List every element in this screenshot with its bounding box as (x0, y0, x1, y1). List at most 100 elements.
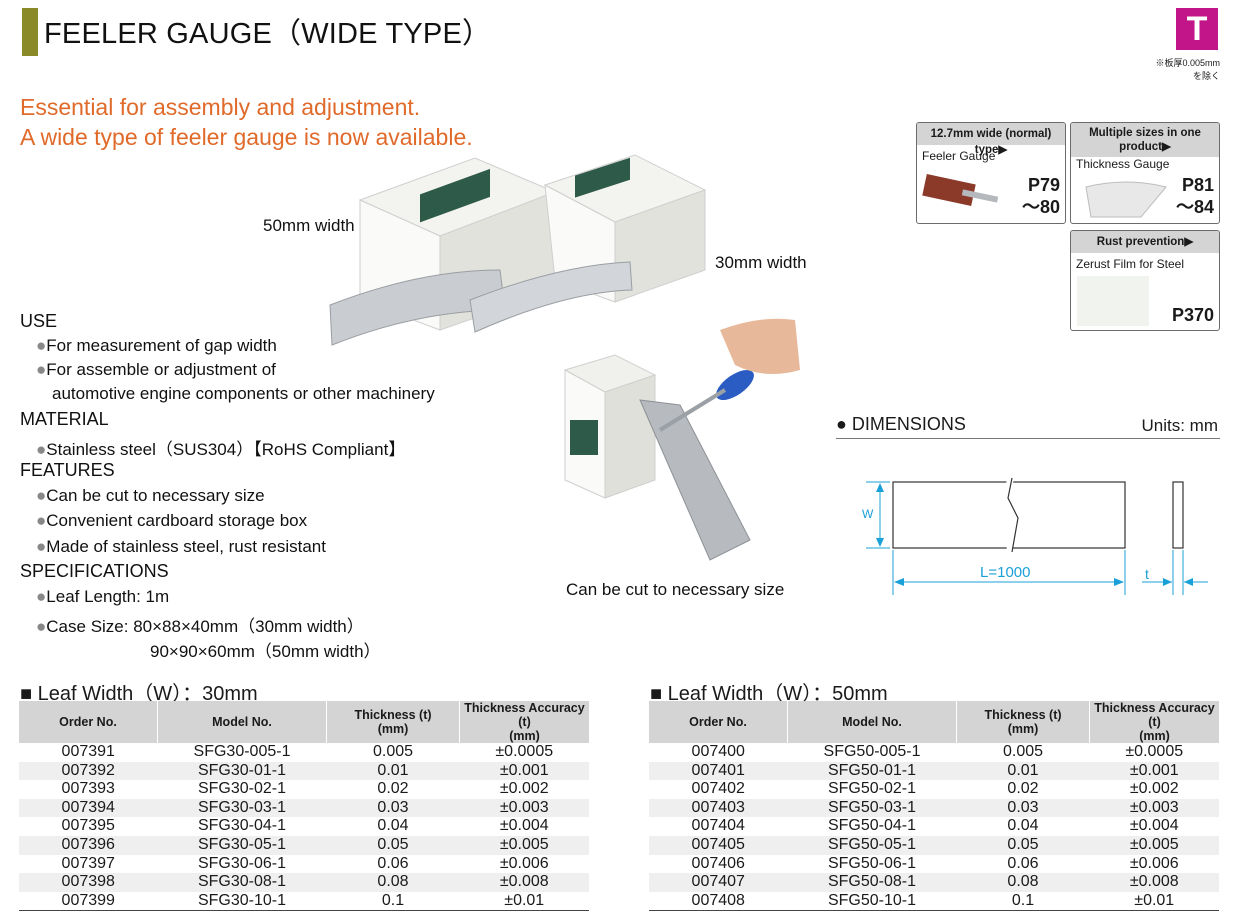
reference-card-name: Zerust Film for Steel (1076, 257, 1185, 271)
tagline-line-2: A wide type of feeler gauge is now avail… (20, 124, 473, 150)
cell-model: SFG30-03-1 (157, 798, 327, 818)
feature-item: ●Made of stainless steel, rust resistant (36, 537, 326, 556)
cell-thickness: 0.04 (377, 817, 409, 835)
cell-order: 007402 (691, 780, 745, 798)
reference-card-page: P79 (1027, 175, 1060, 195)
cell-accuracy: ±0.006 (499, 854, 549, 872)
cell-order: 007407 (649, 873, 788, 892)
cell-model: SFG30-05-1 (157, 835, 327, 855)
features-heading: FEATURES (20, 460, 115, 480)
cell-model: SFG50-08-1 (787, 873, 957, 892)
cell-model: SFG30-06-1 (197, 854, 287, 872)
reference-card-header: 12.7mm wide (normal) type▶ (917, 123, 1065, 156)
material-heading: MATERIAL (20, 409, 109, 429)
cell-thickness: 0.08 (326, 873, 460, 892)
reference-card-page: P81 (1181, 175, 1214, 195)
reference-card-feeler-gauge[interactable]: 12.7mm wide (normal) type▶ Feeler Gauge … (916, 122, 1066, 224)
cell-order: 007404 (691, 817, 745, 835)
use-item: ●For measurement of gap width (36, 336, 277, 355)
cell-order: 007408 (649, 891, 788, 912)
cell-thickness: 0.05 (956, 835, 1090, 855)
cell-model: SFG30-02-1 (197, 780, 287, 798)
table-row: 007397 SFG30-06-1 0.06 ±0.006 (19, 855, 589, 874)
cell-model: SFG50-05-1 (787, 835, 957, 855)
cell-model: SFG50-10-1 (787, 891, 957, 912)
cell-accuracy: ±0.002 (499, 780, 549, 798)
cell-model: SFG30-04-1 (197, 817, 287, 835)
label-50mm-width: 50mm width (263, 216, 355, 235)
cell-order: 007400 (691, 743, 745, 760)
cell-thickness: 0.04 (1007, 817, 1039, 835)
cell-accuracy: ±0.008 (1089, 873, 1219, 892)
dimensions-heading: ● DIMENSIONS (836, 414, 966, 434)
reference-card-page: P370 (1171, 305, 1214, 325)
cell-accuracy: ±0.008 (459, 873, 589, 892)
column-header-thickness: Thickness (t)(mm) (956, 701, 1090, 743)
cell-order: 007391 (61, 743, 115, 760)
cell-order: 007397 (61, 854, 115, 872)
badge-note-line-2: を除く (1192, 71, 1220, 81)
table-header-row: Order No. Model No. Thickness (t)(mm) Th… (19, 701, 589, 743)
feature-item: ●Convenient cardboard storage box (36, 511, 308, 530)
cell-accuracy: ±0.004 (1129, 817, 1179, 835)
use-item: ●For assemble or adjustment of (36, 360, 276, 379)
cell-thickness: 0.01 (956, 761, 1090, 781)
cell-order: 007401 (649, 761, 788, 781)
dimension-drawing (866, 477, 1208, 595)
reference-card-header: Multiple sizes in one product▶ (1071, 123, 1219, 157)
cell-model: SFG50-06-1 (827, 854, 917, 872)
cell-model: SFG30-01-1 (157, 761, 327, 781)
cell-accuracy: ±0.004 (499, 817, 549, 835)
spec-item-continued: 90×90×60mm（50mm width） (150, 642, 381, 661)
cell-accuracy: ±0.0005 (1125, 743, 1184, 760)
use-item-continued: automotive engine components or other ma… (52, 384, 435, 403)
column-header-order: Order No. (649, 701, 788, 743)
cell-model: SFG50-01-1 (787, 761, 957, 781)
cell-accuracy: ±0.0005 (495, 743, 554, 760)
cell-model: SFG30-005-1 (193, 743, 291, 760)
cell-thickness: 0.1 (326, 891, 460, 912)
cell-order: 007395 (61, 817, 115, 835)
cell-thickness: 0.005 (1002, 743, 1044, 760)
cell-accuracy: ±0.003 (1089, 798, 1219, 818)
cell-order: 007406 (691, 854, 745, 872)
reference-card-zerust-film[interactable]: Rust prevention▶ Zerust Film for Steel P… (1070, 230, 1220, 331)
table-50mm-title: ■ Leaf Width（W）：50mm (650, 683, 888, 705)
cell-accuracy: ±0.01 (1089, 891, 1219, 912)
cell-thickness: 0.06 (377, 854, 409, 872)
title-accent-bar (22, 8, 38, 56)
reference-card-thickness-gauge[interactable]: Multiple sizes in one product▶ Thickness… (1070, 122, 1220, 224)
column-header-accuracy: Thickness Accuracy (t)(mm) (1089, 701, 1219, 743)
zerust-film-thumbnail (1077, 276, 1149, 326)
cell-order: 007399 (19, 891, 158, 912)
spec-item: ●Leaf Length: 1m (36, 587, 170, 606)
cell-accuracy: ±0.002 (1129, 780, 1179, 798)
cell-thickness: 0.01 (326, 761, 460, 781)
cell-thickness: 0.06 (1007, 854, 1039, 872)
width-label: W (862, 507, 874, 521)
section-badge: T (1176, 8, 1218, 50)
column-header-thickness: Thickness (t)(mm) (326, 701, 460, 743)
cut-caption: Can be cut to necessary size (566, 580, 785, 599)
reference-card-name: Thickness Gauge (1076, 157, 1170, 171)
cell-accuracy: ±0.01 (459, 891, 589, 912)
table-30mm-title: ■ Leaf Width（W）：30mm (20, 683, 258, 705)
cell-thickness: 0.08 (956, 873, 1090, 892)
product-boxes-illustration (329, 154, 707, 346)
thickness-gauge-thumbnail (1085, 181, 1167, 218)
reference-card-name: Feeler Gauge (922, 149, 996, 163)
reference-card-page-range: ～84 (1175, 197, 1214, 217)
feeler-gauge-thumbnail (922, 174, 999, 206)
cell-accuracy: ±0.005 (459, 835, 589, 855)
cell-thickness: 0.1 (956, 891, 1090, 912)
